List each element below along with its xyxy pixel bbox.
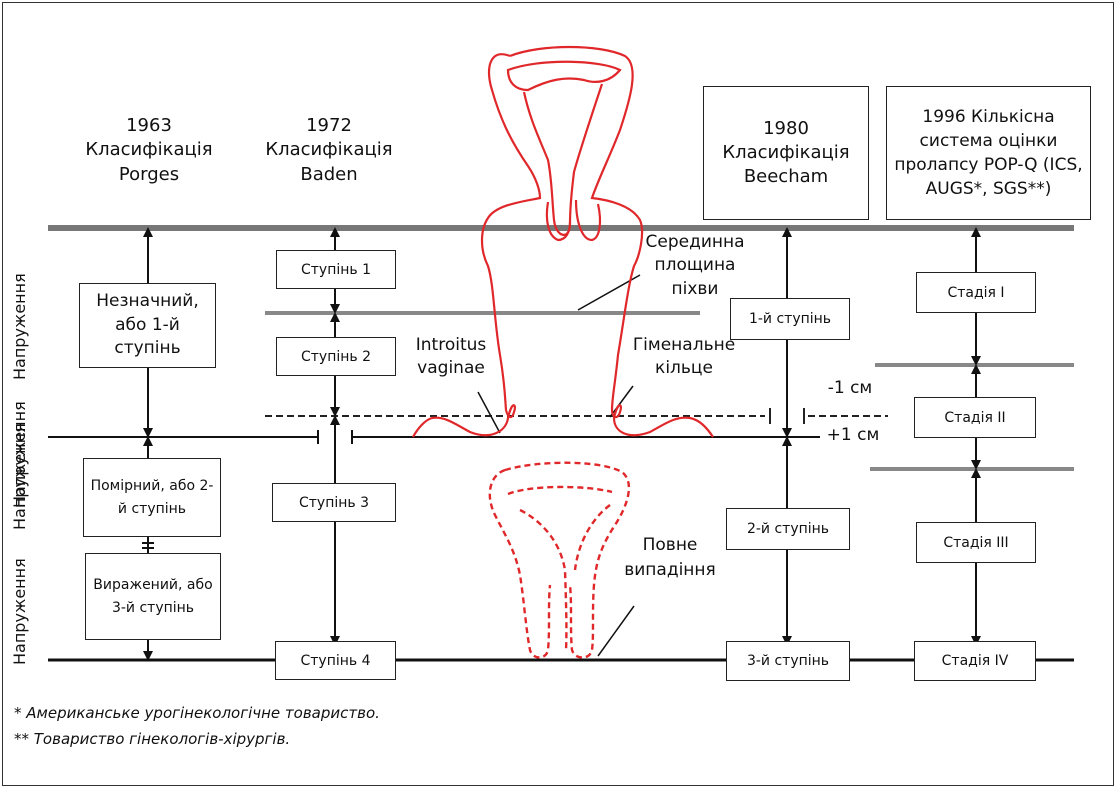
popq-stage2-box: Стадія II [914,397,1036,438]
side-label-4: Напруження [10,558,29,665]
total-prolapse-label: Повне випадіння [624,535,716,580]
side-label-3: Напруження [10,423,29,530]
total-leader [597,605,635,657]
hymenal-label: Гіменальне кільце [632,335,736,379]
plus1-label: +1 см [826,425,880,445]
baden-grade3-box: Ступінь 3 [272,483,396,522]
baden-grade2-box: Ступінь 2 [276,337,396,376]
beecham-grade1-box: 1-й ступінь [730,298,850,340]
header-popq-text: 1996 Кількісна система оцінки пролапсу P… [894,106,1083,200]
header-porges: 1963 Класифікація Porges [85,115,213,185]
popq-stage3-text: Стадія III [943,534,1009,551]
footnote-1: * Американське урогінекологічне товарист… [14,704,380,722]
baden-grade1-box: Ступінь 1 [276,250,396,289]
porges-grade1-box: Незначний, або 1-й ступінь [79,283,216,368]
baden-grade4-text: Ступінь 4 [300,652,371,669]
uterus-vagina-drawing [412,45,714,438]
beecham-grade2-box: 2-й ступінь [726,508,850,550]
porges-grade3-text: Виражений, або 3-й ступінь [93,577,213,616]
popq-stage2-text: Стадія II [944,409,1006,426]
beecham-grade2-text: 2-й ступінь [746,521,830,537]
baden-grade3-text: Ступінь 3 [298,494,370,511]
hymenal-leader [609,385,634,418]
baden-grade1-text: Ступінь 1 [300,261,372,278]
introitus-label: Introitus vaginae [415,335,487,379]
porges-grade2-text: Помірний, або 2-й ступінь [90,478,214,517]
header-beecham: 1980 Класифікація Beecham [703,86,869,220]
baden-grade2-text: Ступінь 2 [300,348,372,365]
header-baden: 1972 Класифікація Baden [265,115,393,185]
introitus-leader [477,391,501,434]
beecham-grade3-box: 3-й ступінь [726,641,850,681]
minus1-label: -1 см [827,378,873,398]
popq-stage4-box: Стадія IV [914,641,1036,681]
header-popq: 1996 Кількісна система оцінки пролапсу P… [886,86,1091,220]
beecham-grade1-text: 1-й ступінь [748,311,832,327]
baden-grade4-box: Ступінь 4 [275,641,396,680]
popq-stage3-box: Стадія III [916,522,1036,563]
footnote-2: ** Товариство гінекологів-хірургів. [14,730,291,748]
porges-grade1-text: Незначний, або 1-й ступінь [96,290,199,359]
header-beecham-text: 1980 Класифікація Beecham [722,117,850,188]
beecham-grade3-text: 3-й ступінь [746,653,830,669]
popq-stage4-text: Стадія IV [941,653,1009,669]
midplane-label: Серединна площина піхви [645,232,745,299]
porges-grade2-box: Помірний, або 2-й ступінь [83,458,221,537]
porges-grade3-box: Виражений, або 3-й ступінь [85,553,221,640]
popq-stage1-text: Стадія I [947,284,1005,301]
side-label-1: Напруження [10,273,29,380]
prolapse-drawing [488,461,631,659]
popq-stage1-box: Стадія I [916,272,1036,313]
